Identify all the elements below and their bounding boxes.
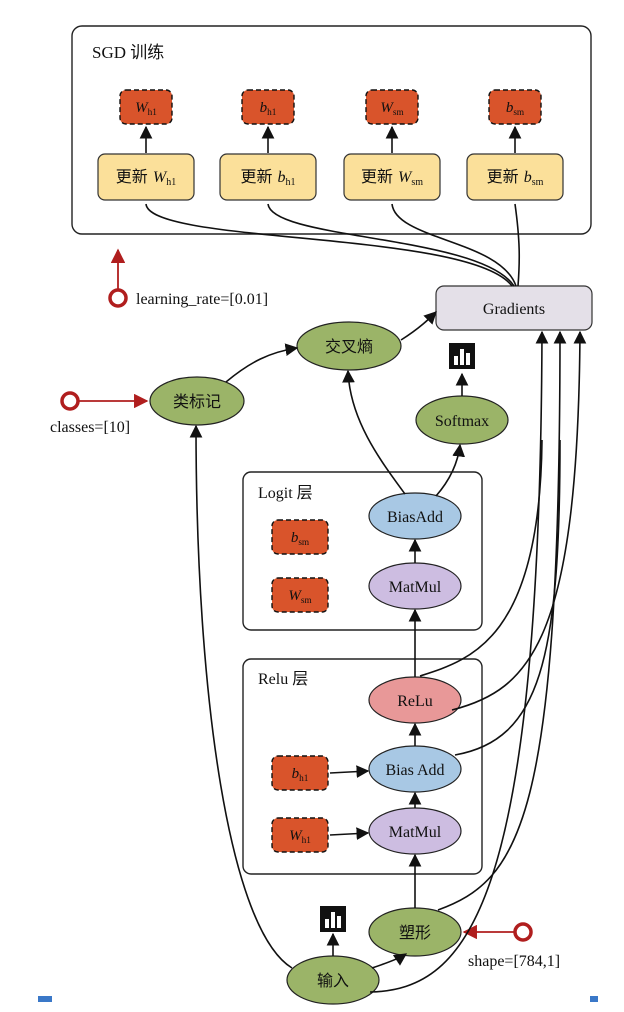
svg-text:Wh1: Wh1 xyxy=(289,828,311,846)
relu-variable-b-h1: bh1 xyxy=(271,755,329,791)
classes-label: classes=[10] xyxy=(50,419,130,436)
variable-subscript: h1 xyxy=(166,177,176,188)
update-prefix: 更新 xyxy=(487,167,524,186)
bar-chart-icon xyxy=(449,343,475,369)
update-prefix: 更新 xyxy=(116,167,153,186)
update-w-h1-node: 更新 Wh1 xyxy=(97,153,195,201)
shape-source: shape=[784,1] xyxy=(462,922,560,970)
gradients-node: Gradients xyxy=(435,285,593,331)
update-b-sm-node: 更新 bsm xyxy=(466,153,564,201)
variable-w-h1: Wh1 xyxy=(119,89,173,125)
cross-entropy-label: 交叉熵 xyxy=(325,337,373,356)
logit-matmul-node: MatMul xyxy=(368,562,462,610)
variable-base: W xyxy=(153,169,168,186)
logit-biasadd-node: BiasAdd xyxy=(368,492,462,540)
variable-base: b xyxy=(278,169,286,186)
variable-subscript: h1 xyxy=(267,108,277,118)
variable-b-h1: bh1 xyxy=(241,89,295,125)
svg-text:更新 bh1: 更新 bh1 xyxy=(240,167,295,188)
bar-chart-icon xyxy=(320,906,346,932)
svg-text:Wsm: Wsm xyxy=(288,588,312,606)
variable-subscript: sm xyxy=(301,596,313,606)
variable-w-sm: Wsm xyxy=(365,89,419,125)
relu-label: ReLu xyxy=(397,693,433,710)
footer-mark xyxy=(590,996,598,1002)
variable-base: b xyxy=(506,100,514,116)
logit-variable-w-sm: Wsm xyxy=(271,577,329,613)
relu-biasadd-label: Bias Add xyxy=(385,762,444,779)
sgd-title: SGD 训练 xyxy=(92,43,164,62)
variable-subscript: sm xyxy=(393,108,405,118)
relu-biasadd-node: Bias Add xyxy=(368,745,462,793)
variable-subscript: h1 xyxy=(302,836,312,846)
svg-text:Wh1: Wh1 xyxy=(135,100,157,118)
svg-text:更新 Wh1: 更新 Wh1 xyxy=(116,167,176,188)
reshape-node: 塑形 xyxy=(368,907,462,957)
relu-matmul-label: MatMul xyxy=(389,824,442,841)
variable-base: b xyxy=(260,100,268,116)
variable-base: W xyxy=(380,100,394,116)
shape-label: shape=[784,1] xyxy=(468,953,560,970)
class-label-node: 类标记 xyxy=(149,376,245,426)
variable-subscript: h1 xyxy=(286,177,296,188)
softmax-label: Softmax xyxy=(435,413,489,430)
relu-variable-w-h1: Wh1 xyxy=(271,817,329,853)
svg-text:bsm: bsm xyxy=(506,100,525,118)
logit-matmul-label: MatMul xyxy=(389,579,442,596)
svg-text:bh1: bh1 xyxy=(260,100,277,118)
footer-mark xyxy=(38,996,52,1002)
input-label: 输入 xyxy=(317,971,349,990)
update-w-sm-node: 更新 Wsm xyxy=(343,153,441,201)
variable-subscript: h1 xyxy=(148,108,158,118)
svg-text:更新 Wsm: 更新 Wsm xyxy=(361,167,423,188)
gradients-label: Gradients xyxy=(483,301,545,318)
source-ring-icon xyxy=(60,391,80,411)
svg-text:更新 bsm: 更新 bsm xyxy=(487,167,544,188)
update-b-h1-node: 更新 bh1 xyxy=(219,153,317,201)
input-node: 输入 xyxy=(286,955,380,1005)
svg-text:Wsm: Wsm xyxy=(380,100,404,118)
logit-variable-b-sm: bsm xyxy=(271,519,329,555)
variable-b-sm: bsm xyxy=(488,89,542,125)
source-ring-icon xyxy=(108,288,128,308)
classes-source: classes=[10] xyxy=(50,391,149,436)
variable-subscript: sm xyxy=(298,538,310,548)
relu-matmul-node: MatMul xyxy=(368,807,462,855)
variable-base: b xyxy=(291,530,299,546)
gradient-to-update-edges xyxy=(145,203,521,287)
learning-rate-label: learning_rate=[0.01] xyxy=(136,291,268,308)
variable-subscript: sm xyxy=(411,177,423,188)
variable-subscript: h1 xyxy=(299,774,309,784)
logit-biasadd-label: BiasAdd xyxy=(387,509,443,526)
relu-layer-title: Relu 层 xyxy=(258,671,308,688)
svg-text:bsm: bsm xyxy=(291,530,310,548)
update-prefix: 更新 xyxy=(240,167,277,186)
variable-base: b xyxy=(292,766,300,782)
variable-base: W xyxy=(135,100,149,116)
cross-entropy-node: 交叉熵 xyxy=(296,321,402,371)
svg-text:bh1: bh1 xyxy=(292,766,309,784)
variable-base: W xyxy=(289,828,303,844)
variable-base: W xyxy=(288,588,302,604)
reshape-label: 塑形 xyxy=(399,923,431,942)
variable-subscript: sm xyxy=(532,177,544,188)
variable-base: W xyxy=(398,169,413,186)
softmax-node: Softmax xyxy=(415,395,509,445)
relu-node: ReLu xyxy=(368,676,462,724)
variable-subscript: sm xyxy=(513,108,525,118)
update-prefix: 更新 xyxy=(361,167,398,186)
class-label-text: 类标记 xyxy=(173,392,221,411)
logit-layer-title: Logit 层 xyxy=(258,485,313,502)
source-ring-icon xyxy=(513,922,533,942)
learning-rate-source: learning_rate=[0.01] xyxy=(108,248,268,308)
variable-base: b xyxy=(524,169,532,186)
